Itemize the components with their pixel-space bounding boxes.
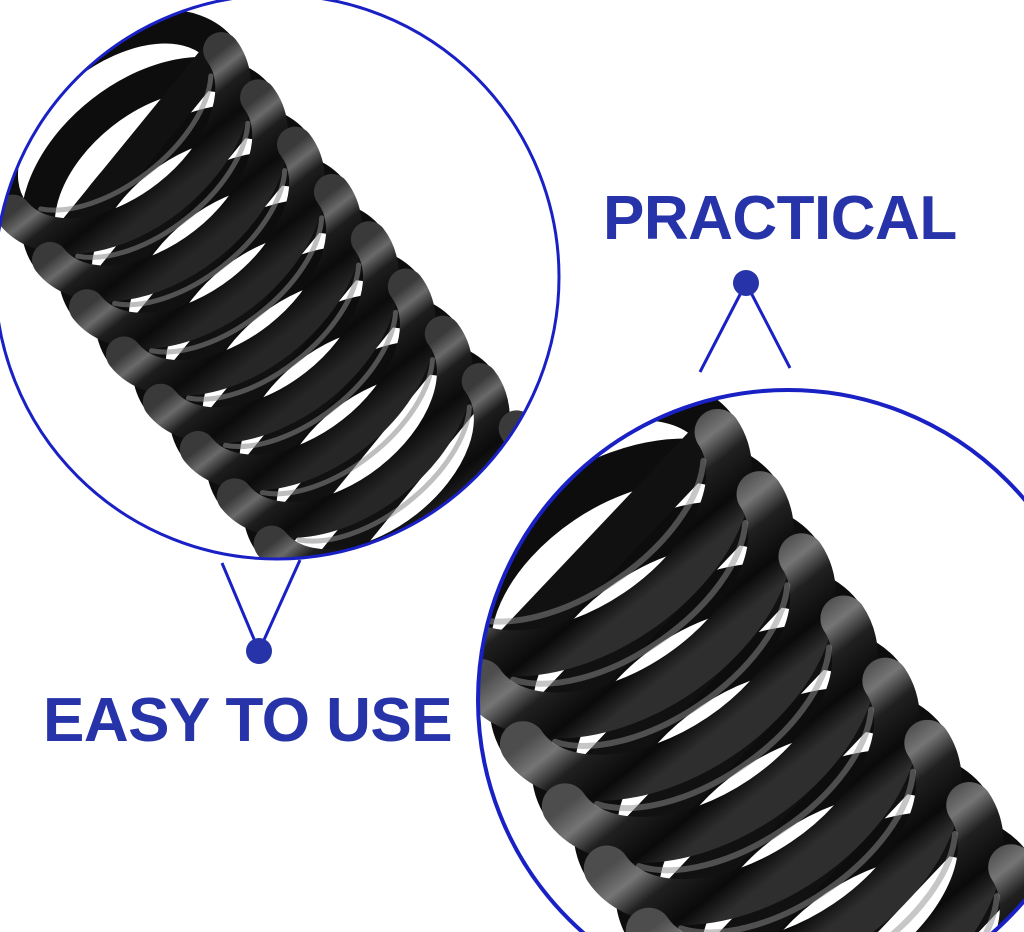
callout-practical bbox=[698, 270, 792, 373]
label-easy-to-use: EASY TO USE bbox=[43, 686, 453, 755]
bottom-right-circle-outline bbox=[476, 388, 1024, 932]
callout-practical-leg-right bbox=[744, 282, 792, 369]
callout-easy-leg-left bbox=[220, 562, 261, 652]
callout-practical-leg-left bbox=[698, 282, 748, 373]
bottom-right-zoom-bubble bbox=[476, 388, 1024, 932]
label-practical: PRACTICAL bbox=[603, 184, 957, 253]
callout-easy-dot bbox=[246, 638, 272, 664]
callout-practical-dot bbox=[733, 270, 759, 296]
callout-easy-to-use bbox=[220, 559, 302, 664]
bottom-right-coil-spring bbox=[478, 390, 1024, 932]
top-left-circle-outline bbox=[0, 0, 561, 561]
callout-easy-leg-right bbox=[257, 559, 302, 652]
